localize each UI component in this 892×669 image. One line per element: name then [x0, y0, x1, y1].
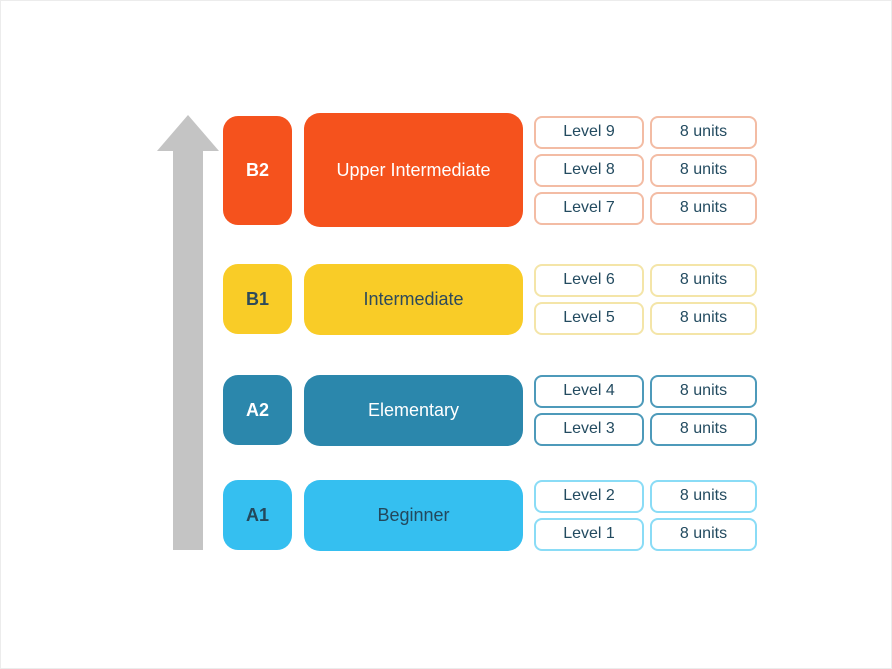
level-name-block-upper-intermediate: Upper Intermediate — [304, 113, 523, 227]
level-name-block-intermediate: Intermediate — [304, 263, 523, 335]
level-row-a1: A1 Beginner Level 2 8 units Level 1 8 un… — [223, 479, 757, 551]
level-pill: Level 1 — [534, 517, 644, 551]
level-line: Level 7 8 units — [534, 191, 757, 225]
level-pill: Level 6 — [534, 263, 644, 297]
level-row-b1: B1 Intermediate Level 6 8 units Level 5 … — [223, 263, 757, 335]
units-pill: 8 units — [650, 479, 757, 513]
levels-group-a2: Level 4 8 units Level 3 8 units — [534, 374, 757, 446]
level-line: Level 5 8 units — [534, 301, 757, 335]
units-pill: 8 units — [650, 412, 757, 446]
units-pill: 8 units — [650, 153, 757, 187]
levels-group-a1: Level 2 8 units Level 1 8 units — [534, 479, 757, 551]
level-pill: Level 7 — [534, 191, 644, 225]
level-pill: Level 2 — [534, 479, 644, 513]
level-name-block-elementary: Elementary — [304, 374, 523, 446]
units-pill: 8 units — [650, 374, 757, 408]
level-line: Level 3 8 units — [534, 412, 757, 446]
level-row-b2: B2 Upper Intermediate Level 9 8 units Le… — [223, 113, 757, 227]
level-pill: Level 9 — [534, 115, 644, 149]
level-pill: Level 8 — [534, 153, 644, 187]
cefr-code-badge-a1: A1 — [223, 480, 292, 550]
level-row-a2: A2 Elementary Level 4 8 units Level 3 8 … — [223, 374, 757, 446]
level-line: Level 1 8 units — [534, 517, 757, 551]
level-line: Level 8 8 units — [534, 153, 757, 187]
level-pill: Level 4 — [534, 374, 644, 408]
units-pill: 8 units — [650, 517, 757, 551]
levels-group-b1: Level 6 8 units Level 5 8 units — [534, 263, 757, 335]
level-line: Level 6 8 units — [534, 263, 757, 297]
units-pill: 8 units — [650, 263, 757, 297]
cefr-code-badge-b2: B2 — [223, 115, 292, 225]
cefr-code-badge-a2: A2 — [223, 375, 292, 445]
level-line: Level 4 8 units — [534, 374, 757, 408]
level-line: Level 2 8 units — [534, 479, 757, 513]
level-name-block-beginner: Beginner — [304, 479, 523, 551]
level-pill: Level 5 — [534, 301, 644, 335]
units-pill: 8 units — [650, 301, 757, 335]
level-pill: Level 3 — [534, 412, 644, 446]
units-pill: 8 units — [650, 191, 757, 225]
cefr-code-badge-b1: B1 — [223, 264, 292, 334]
units-pill: 8 units — [650, 115, 757, 149]
levels-group-b2: Level 9 8 units Level 8 8 units Level 7 … — [534, 115, 757, 225]
level-line: Level 9 8 units — [534, 115, 757, 149]
